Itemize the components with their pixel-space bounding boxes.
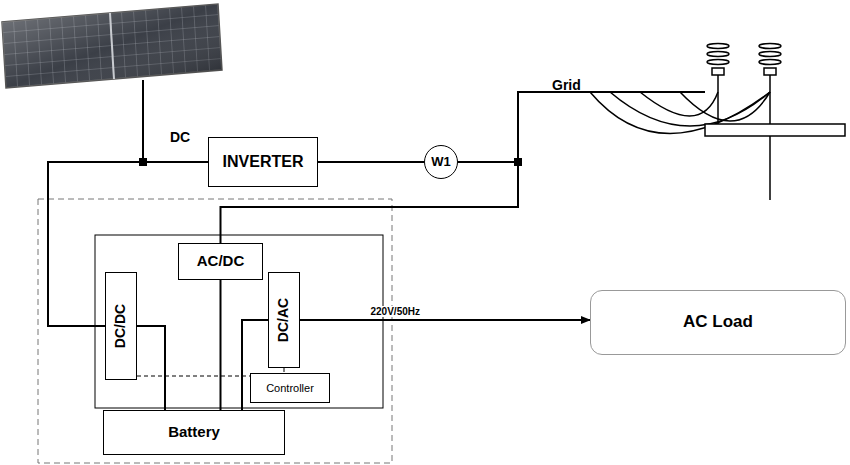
converter-box: DC/DC [105, 272, 137, 380]
battery-box: Battery [103, 410, 285, 455]
node-text: AC Load [683, 313, 753, 332]
node-text: W1 [431, 155, 451, 169]
grid-wire [518, 92, 705, 162]
panel-wire [142, 80, 144, 162]
control-line [137, 376, 250, 377]
node-text: DC/AC [276, 298, 291, 342]
power-wire [318, 161, 424, 163]
node-text: Battery [168, 424, 220, 441]
load-box: AC Load [590, 290, 846, 355]
grid-pole [590, 44, 845, 201]
system-enclosure [38, 199, 392, 463]
power-wire [220, 280, 222, 410]
power-wire [300, 319, 590, 321]
converter-box: AC/DC [178, 243, 263, 280]
signal-label: DC [170, 130, 190, 145]
power-wire [137, 326, 165, 410]
node-text: DC/DC [113, 304, 128, 348]
meter-circle: W1 [424, 145, 458, 179]
voltage-label: 220V/50Hz [369, 306, 422, 317]
converter-housing [95, 235, 383, 408]
node-text: AC/DC [197, 253, 245, 270]
line-label: Grid [552, 78, 581, 93]
solar-panel [2, 4, 222, 88]
inverter-box: INVERTER [208, 137, 318, 187]
converter-box: DC/AC [268, 272, 300, 368]
node-text: Controller [266, 382, 314, 394]
controller-box: Controller [250, 373, 330, 403]
node-text: INVERTER [223, 153, 304, 171]
